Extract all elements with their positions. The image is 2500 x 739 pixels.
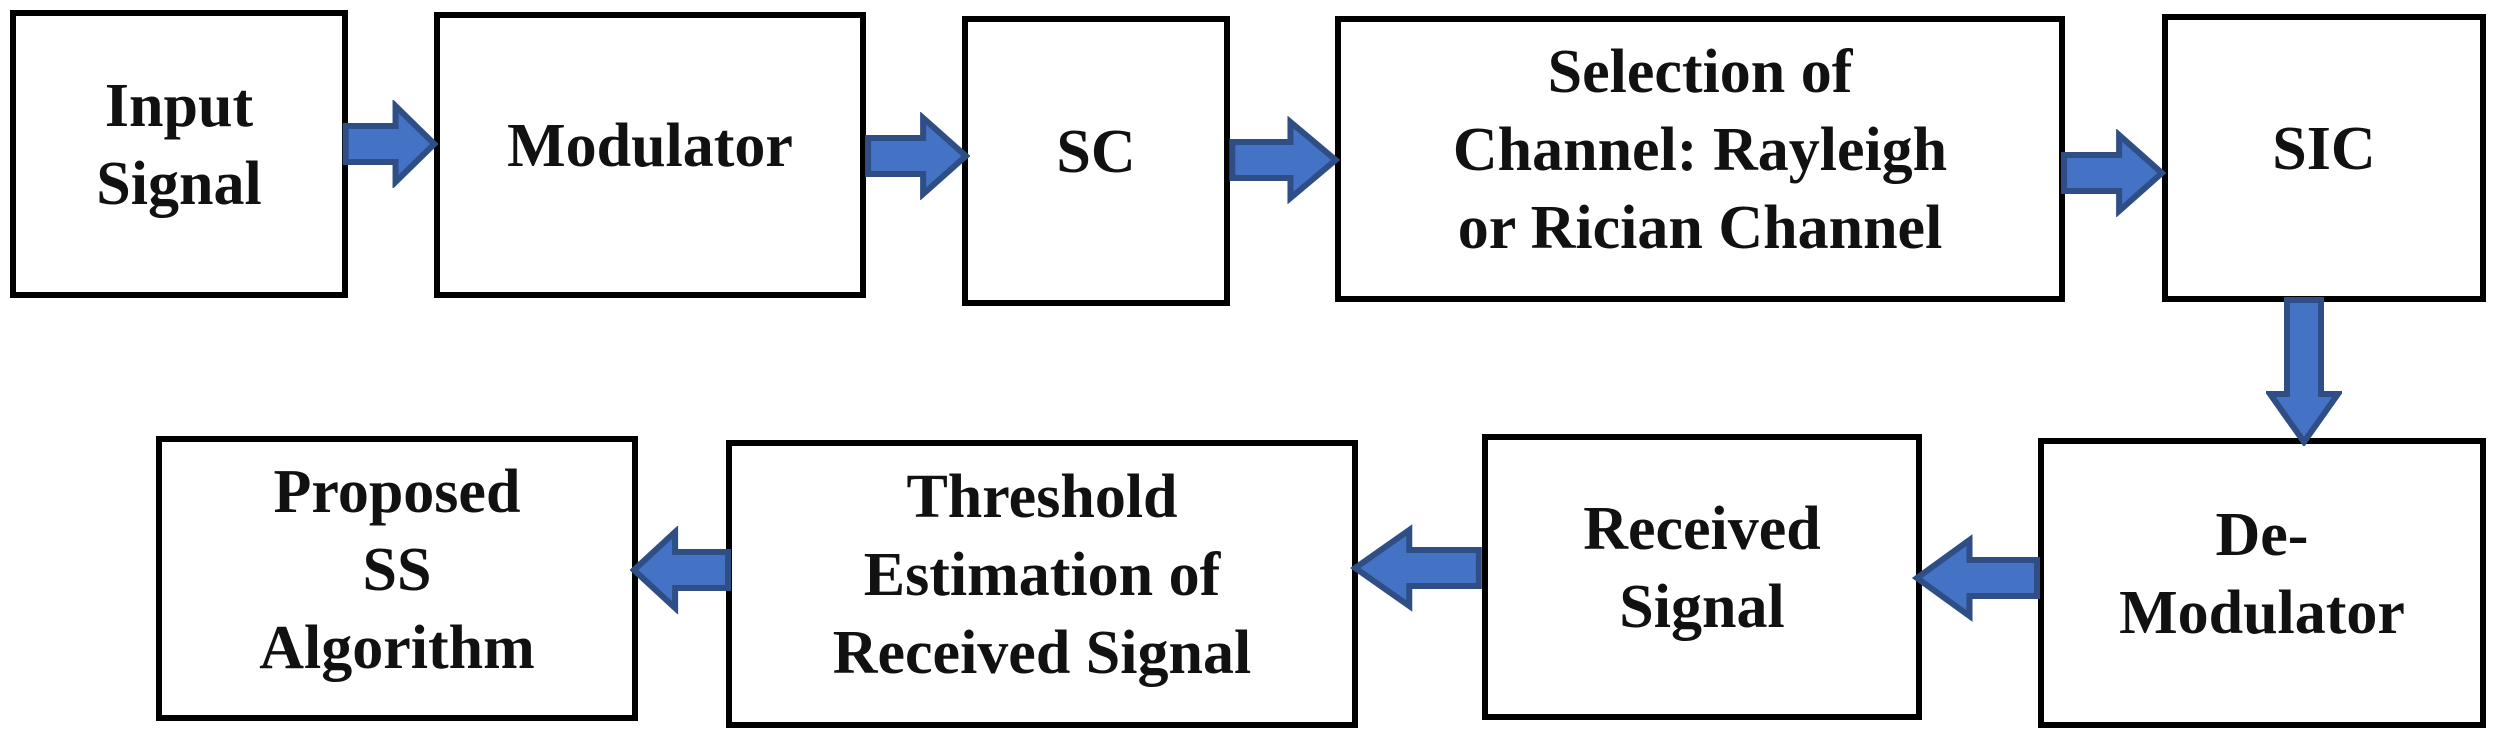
arrow-left-icon xyxy=(1350,524,1484,612)
node-sc: SC xyxy=(962,16,1230,306)
node-received-signal: Received Signal xyxy=(1482,434,1922,720)
arrow-right-icon xyxy=(2060,129,2166,217)
node-label: Received Signal xyxy=(1583,495,1821,641)
node-label: Selection of Channel: Rayleigh or Rician… xyxy=(1452,38,1948,262)
node-label: Input Signal xyxy=(96,72,262,218)
node-threshold-estimation: Threshold Estimation of Received Signal xyxy=(726,440,1358,728)
node-label: Proposed SS Algorithm xyxy=(259,457,535,682)
node-label: Threshold Estimation of Received Signal xyxy=(832,463,1252,687)
node-proposed-ss-algorithm: Proposed SS Algorithm xyxy=(156,436,638,721)
node-de-modulator: De- Modulator xyxy=(2038,438,2486,728)
arrow-left-icon xyxy=(1912,534,2042,622)
node-modulator: Modulator xyxy=(434,12,866,298)
node-label: De- Modulator xyxy=(2119,501,2405,647)
node-label: SC xyxy=(1056,118,1136,186)
arrow-left-icon xyxy=(630,526,732,614)
arrow-down-icon xyxy=(2266,296,2342,446)
node-input-signal: Input Signal xyxy=(10,10,348,298)
node-channel-selection: Selection of Channel: Rayleigh or Rician… xyxy=(1335,16,2065,302)
arrow-right-icon xyxy=(1228,116,1340,204)
node-sic: SIC xyxy=(2162,14,2486,302)
arrow-right-icon xyxy=(342,100,438,188)
node-label: SIC xyxy=(2272,115,2376,183)
arrow-right-icon xyxy=(864,112,970,200)
node-label: Modulator xyxy=(507,112,793,180)
